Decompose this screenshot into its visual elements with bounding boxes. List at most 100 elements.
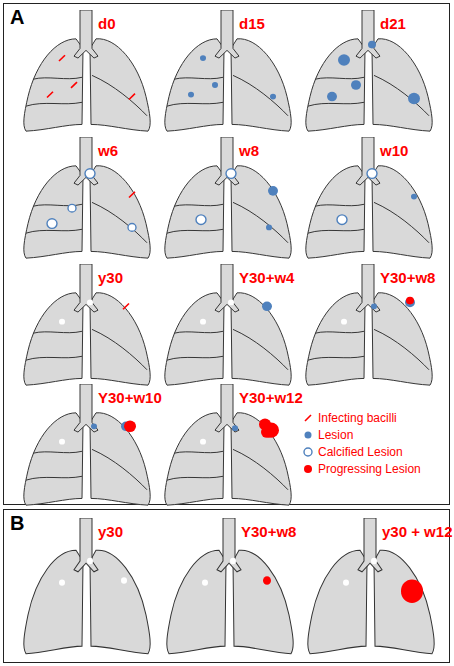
- lesion-group: [200, 419, 279, 445]
- fissure-line: [26, 476, 82, 480]
- lung-illustration: y30 + w12: [300, 518, 440, 658]
- fissure-line: [233, 449, 288, 489]
- lesion-mark: [270, 94, 276, 100]
- lesion-mark: [405, 298, 415, 308]
- fissure-line: [26, 102, 82, 106]
- calcified-mark: [121, 577, 127, 583]
- fissure-line: [33, 451, 82, 453]
- bacilli-mark: [123, 303, 129, 309]
- lesion-mark: [411, 194, 417, 200]
- lesion-group: [327, 41, 420, 104]
- lung-outline: [298, 137, 438, 262]
- fissure-line: [174, 451, 223, 453]
- lesion-group: [200, 300, 272, 325]
- calcified-mark: [200, 319, 206, 325]
- bacilli-mark: [47, 92, 53, 98]
- lung-illustration: w6: [16, 137, 156, 262]
- calcified-mark: [128, 224, 136, 232]
- lesion-mark: [305, 432, 312, 439]
- lung-outline: [157, 10, 297, 135]
- right-lung: [165, 413, 224, 505]
- fissure-line: [174, 331, 223, 333]
- fissure-line: [92, 75, 147, 115]
- left-lung: [374, 550, 434, 653]
- calcified-mark: [304, 448, 312, 456]
- lung-illustration: d21: [298, 10, 438, 135]
- lung-illustration: Y30+w12: [157, 384, 297, 509]
- fissure-line: [167, 229, 223, 233]
- right-lung: [24, 293, 83, 385]
- trachea: [74, 384, 98, 432]
- calcified-mark: [367, 169, 377, 179]
- lesion-mark: [266, 225, 272, 231]
- progressing-lesion-mark: [261, 426, 273, 438]
- fissure-line: [374, 75, 429, 115]
- lesion-group: [47, 169, 136, 232]
- timepoint-label: w10: [380, 142, 408, 159]
- fissure-line: [92, 329, 147, 369]
- figure-panel: Ad0d15d21w6w8w10y30Y30+w4Y30+w8Y30+w10Y3…: [3, 3, 450, 505]
- lesion-mark: [200, 55, 206, 61]
- timepoint-label: Y30+w10: [98, 389, 162, 406]
- calcified-mark: [87, 300, 93, 306]
- trachea: [215, 264, 239, 312]
- timepoint-label: w8: [239, 142, 259, 159]
- lesion-mark: [371, 303, 377, 309]
- lung-illustration: Y30+w8: [298, 264, 438, 389]
- progressing-lesion-mark: [406, 297, 414, 305]
- left-lung: [231, 166, 291, 258]
- calcified-mark: [337, 215, 347, 225]
- left-lung: [372, 39, 432, 131]
- right-lung: [24, 550, 83, 653]
- fissure-line: [174, 77, 223, 79]
- bacilli-mark: [129, 94, 135, 100]
- lung-illustration: d0: [16, 10, 156, 135]
- lung-illustration: w8: [157, 137, 297, 262]
- left-lung: [231, 293, 291, 385]
- right-lung: [165, 39, 224, 131]
- lung-outline: [16, 10, 156, 135]
- fissure-line: [167, 476, 223, 480]
- figure-panel: By30Y30+w8y30 + w12: [3, 509, 450, 663]
- lesion-mark: [351, 80, 361, 90]
- lesion-group: [343, 558, 423, 603]
- fissure-line: [233, 202, 288, 242]
- trachea: [74, 137, 98, 185]
- trachea: [215, 384, 239, 432]
- fissure-line: [315, 204, 364, 206]
- right-lung: [306, 39, 365, 131]
- lesion-mark: [338, 54, 350, 66]
- trachea: [217, 518, 241, 572]
- lesion-group: [196, 169, 278, 231]
- trachea: [74, 518, 98, 572]
- trachea: [358, 518, 382, 572]
- right-lung: [24, 413, 83, 505]
- timepoint-label: d21: [380, 15, 406, 32]
- timepoint-label: y30 + w12: [382, 523, 452, 540]
- timepoint-label: Y30+w8: [241, 523, 296, 540]
- legend-symbol: [300, 444, 316, 460]
- fissure-line: [92, 449, 147, 489]
- lesion-mark: [188, 92, 194, 98]
- timepoint-label: Y30+w12: [239, 389, 303, 406]
- lesion-group: [59, 558, 127, 586]
- calcified-mark: [371, 558, 377, 564]
- left-lung: [90, 293, 150, 385]
- progressing-lesion-mark: [263, 576, 271, 585]
- lesion-mark: [91, 423, 97, 429]
- fissure-line: [33, 77, 82, 79]
- left-lung: [231, 413, 291, 505]
- lesion-mark: [212, 82, 218, 88]
- lesion-group: [47, 55, 135, 99]
- timepoint-label: d0: [98, 15, 116, 32]
- right-lung: [24, 39, 83, 131]
- trachea: [215, 10, 239, 58]
- trachea: [356, 264, 380, 312]
- bacilli-mark: [71, 82, 77, 88]
- calcified-mark: [230, 558, 236, 564]
- lung-illustration: Y30+w8: [159, 518, 299, 658]
- lesion-mark: [268, 186, 278, 196]
- fissure-line: [233, 329, 288, 369]
- fissure-line: [26, 229, 82, 233]
- trachea: [74, 10, 98, 58]
